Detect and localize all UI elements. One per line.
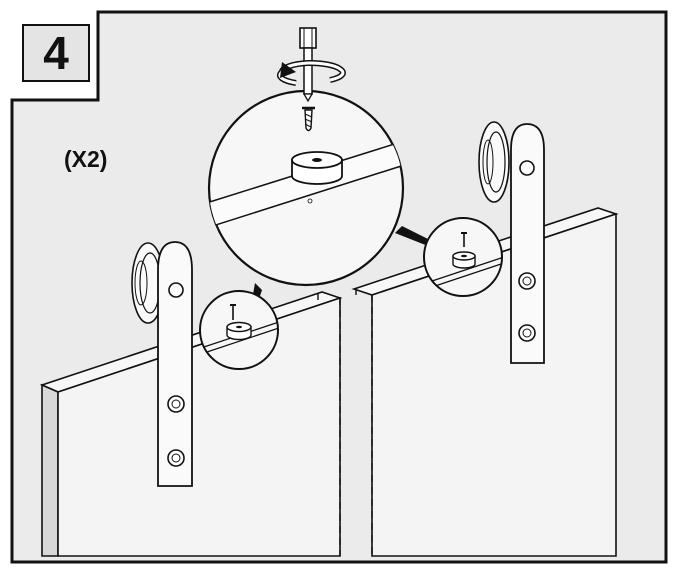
bolt-icon — [518, 272, 536, 290]
detail-circle-right — [423, 217, 503, 297]
screw-icon — [461, 232, 467, 247]
screw-icon — [302, 106, 315, 132]
bolt-icon — [167, 449, 185, 467]
spacer-washer-icon — [291, 151, 343, 185]
detail-circle-main — [207, 27, 405, 287]
screw-icon — [230, 304, 236, 320]
door-gap-lines — [317, 288, 373, 556]
detail-pointer-right — [395, 226, 430, 246]
bolt-icon — [167, 395, 185, 413]
screwdriver-icon — [299, 27, 317, 103]
hanger-strap-icon — [478, 121, 545, 364]
step-number: 4 — [22, 24, 90, 82]
quantity-label: (X2) — [64, 146, 108, 172]
hanger-strap-icon — [131, 241, 193, 487]
spacer-washer-icon — [226, 321, 252, 341]
roller-wheel-icon — [478, 121, 510, 203]
rotation-arrow-icon — [276, 59, 346, 86]
detail-circle-left — [199, 290, 279, 370]
spacer-washer-icon — [452, 251, 476, 269]
bolt-icon — [518, 324, 536, 342]
